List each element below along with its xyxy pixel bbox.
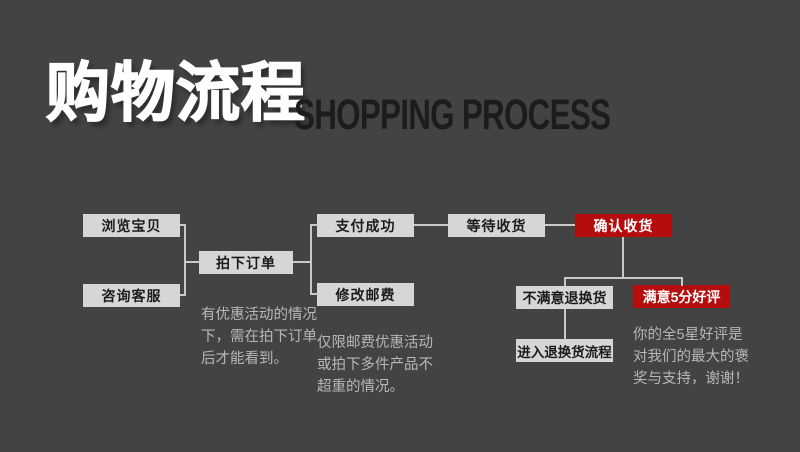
connector-pay-stub	[310, 224, 318, 226]
note-five-star-praise: 你的全5星好评是 对我们的最大的褒 奖与支持，谢谢！	[633, 324, 749, 390]
note-line: 超重的情况。	[317, 379, 404, 395]
connector-confirm-down	[622, 237, 624, 278]
connector-wait-to-confirm	[545, 224, 575, 226]
flow-step-unsatisfied-return: 不满意退换货	[516, 286, 613, 309]
note-line: 奖与支持，谢谢！	[633, 371, 749, 387]
flow-step-enter-return-process: 进入退换货流程	[516, 339, 613, 362]
connector-branch-horizontal	[564, 277, 683, 279]
connector-browse-stub	[180, 224, 186, 226]
connector-consult-stub	[180, 294, 186, 296]
flow-step-modify-postage: 修改邮费	[317, 283, 414, 306]
flow-step-satisfied-praise: 满意5分好评	[633, 285, 730, 308]
note-line: 对我们的最大的褒	[633, 349, 749, 365]
flow-step-place-order: 拍下订单	[199, 251, 293, 274]
note-postage-condition: 仅限邮费优惠活动 或拍下多件产品不 超重的情况。	[317, 332, 433, 398]
connector-left-bracket	[184, 224, 186, 296]
flow-step-browse-items: 浏览宝贝	[83, 214, 180, 237]
page-subtitle: SHOPPING PROCESS	[294, 91, 611, 139]
connector-pay-to-wait	[414, 224, 448, 226]
connector-to-return-process	[564, 309, 566, 340]
flow-step-consult-service: 咨询客服	[83, 284, 180, 307]
connector-bracket-to-order	[184, 261, 200, 263]
note-line: 或拍下多件产品不	[317, 357, 433, 373]
flow-step-payment-success: 支付成功	[317, 214, 414, 237]
connector-branch-satisfied	[681, 277, 683, 286]
page-title: 购物流程	[45, 57, 306, 129]
flow-step-confirm-receipt: 确认收货	[575, 214, 672, 237]
connector-postage-stub	[310, 293, 318, 295]
flow-step-wait-delivery: 等待收货	[448, 214, 545, 237]
connector-branch-unsatisfied	[564, 277, 566, 287]
note-line: 后才能看到。	[201, 351, 288, 367]
note-line: 仅限邮费优惠活动	[317, 335, 433, 351]
note-line: 你的全5星好评是	[633, 327, 743, 343]
connector-order-to-bracket	[293, 261, 312, 263]
note-line: 下，需在拍下订单	[201, 329, 317, 345]
connector-right-bracket	[310, 224, 312, 295]
note-order-discount: 有优惠活动的情况 下，需在拍下订单 后才能看到。	[201, 304, 317, 370]
note-line: 有优惠活动的情况	[201, 307, 317, 323]
